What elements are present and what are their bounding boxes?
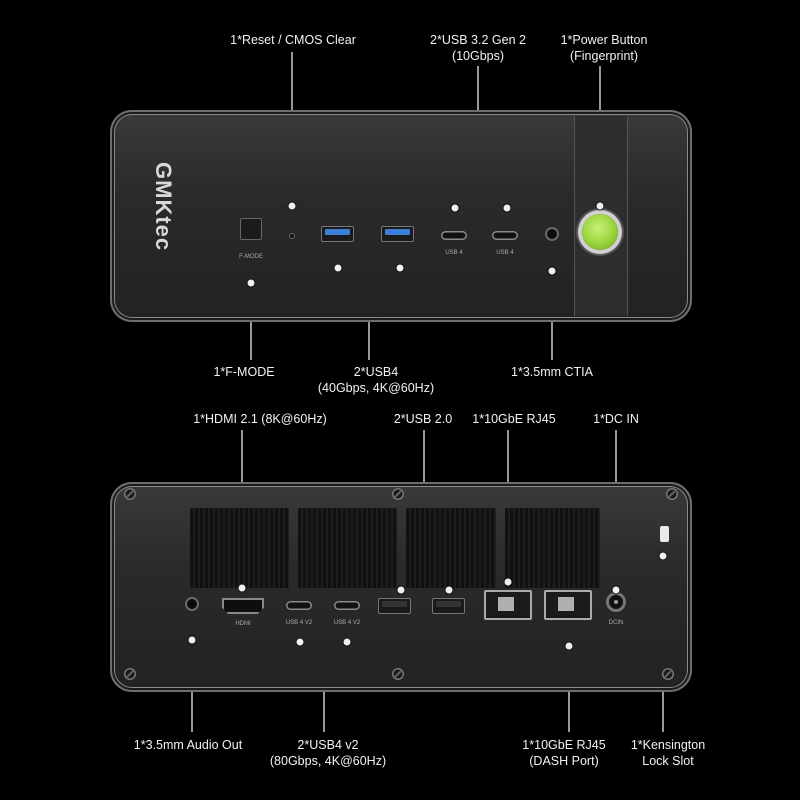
fmode-port-mark: F-MODE [239,254,263,260]
usb4-port-mark-1: USB 4 [445,250,463,256]
usb4v2-port-mark-2: USB 4 V2 [333,620,361,626]
screw-icon [124,488,136,500]
audio-out-label: 1*3.5mm Audio Out [133,738,243,752]
usb20-label: 2*USB 2.0 [393,412,453,426]
rj45-dash-port[interactable] [544,590,592,620]
reset-label: 1*Reset / CMOS Clear [230,33,356,47]
usb4v2-label: 2*USB4 v2 (80Gbps, 4K@60Hz) [269,738,387,768]
rear-usb-c-port-1[interactable] [286,601,312,610]
vent-grille [406,508,496,588]
rj45-dash-label: 1*10GbE RJ45 (DASH Port) [522,738,606,768]
front-panel: GMKtec F-MODE USB 4 USB 4 [110,110,692,322]
vent-grille [190,508,289,588]
rear-usb-a-port-1[interactable] [378,598,411,614]
rear-usb-c-port-2[interactable] [334,601,360,610]
screw-icon [392,668,404,680]
front-usb-a-port-1[interactable] [321,226,354,242]
screw-icon [392,488,404,500]
fmode-button[interactable] [240,218,262,240]
usb32-label: 2*USB 3.2 Gen 2 (10Gbps) [430,33,526,63]
reset-pinhole[interactable] [290,234,294,238]
front-audio-jack[interactable] [545,227,559,241]
screw-icon [124,668,136,680]
vent-grille [505,508,600,588]
front-usb-c-port-1[interactable] [441,231,467,240]
dcin-port-mark: DCIN [608,620,624,626]
dcin-label: 1*DC IN [593,412,639,426]
usb4-label: 2*USB4 (40Gbps, 4K@60Hz) [317,365,435,395]
hdmi-label: 1*HDMI 2.1 (8K@60Hz) [193,412,327,426]
rear-audio-jack[interactable] [185,597,199,611]
kensington-label: 1*Kensington Lock Slot [630,738,706,768]
vent-grille [298,508,397,588]
hdmi-port-mark: HDMI [235,621,251,627]
front-usb-a-port-2[interactable] [381,226,414,242]
dc-in-jack[interactable] [606,592,626,612]
ctia-label: 1*3.5mm CTIA [511,365,593,379]
usb4v2-port-mark-1: USB 4 V2 [285,620,313,626]
power-button-label: 1*Power Button (Fingerprint) [560,33,648,63]
rear-usb-a-port-2[interactable] [432,598,465,614]
usb4-port-mark-2: USB 4 [496,250,514,256]
kensington-lock-slot [660,526,669,542]
rj45-label: 1*10GbE RJ45 [472,412,556,426]
screw-icon [666,488,678,500]
fmode-label: 1*F-MODE [213,365,275,379]
brand-logo: GMKtec [151,162,176,252]
rear-panel: HDMI USB 4 V2 USB 4 V2 DCIN [110,482,692,692]
screw-icon [662,668,674,680]
power-button[interactable] [582,214,618,250]
rj45-port[interactable] [484,590,532,620]
hdmi-port[interactable] [222,598,264,614]
front-usb-c-port-2[interactable] [492,231,518,240]
